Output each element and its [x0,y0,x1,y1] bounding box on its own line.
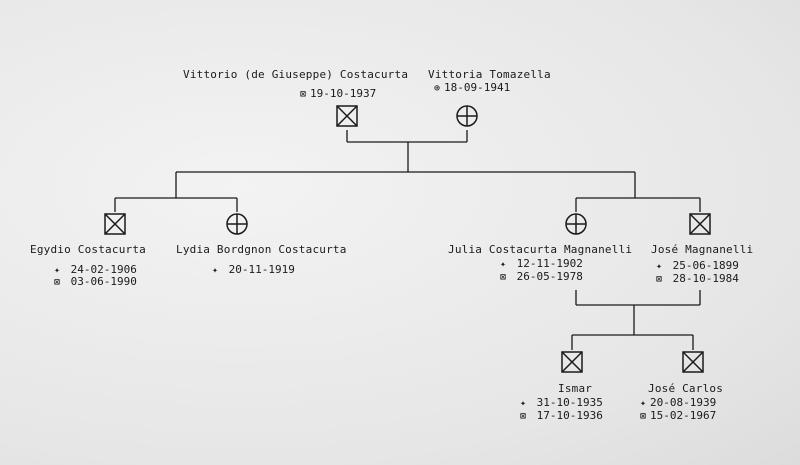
square-x-icon [561,351,583,373]
death-row-julia: ⊠ 26-05-1978 [496,270,583,284]
person-name-vittorio: Vittorio (de Giuseppe) Costacurta [183,68,409,81]
death-row-vittoria: ⊕18-09-1941 [430,81,510,95]
birth-date: 20-11-1919 [228,263,295,276]
birth-row-egydio: ✦ 24-02-1906 [50,263,137,277]
circle-cross-icon [565,213,587,235]
star-icon: ✦ [655,261,663,272]
square-x-icon [104,213,126,235]
birth-date: 24-02-1906 [70,263,137,276]
death-date: 19-10-1937 [310,87,377,100]
circle-cross-icon [456,105,478,127]
birth-row-ismar: ✦ 31-10-1935 [516,396,603,410]
circle-cross-icon [226,213,248,235]
birth-row-julia: ✦ 12-11-1902 [496,257,583,271]
death-date: 15-02-1967 [650,409,717,422]
square-x-icon [689,213,711,235]
death-row-jose-carlos: ⊠15-02-1967 [636,409,716,423]
person-name-egydio: Egydio Costacurta [30,243,146,256]
box-x-icon: ⊠ [519,411,527,422]
birth-row-jose-carlos: ✦20-08-1939 [636,396,716,410]
death-date: 03-06-1990 [70,275,137,288]
birth-row-jose-magnanelli: ✦ 25-06-1899 [652,259,739,273]
square-x-icon [336,105,358,127]
birth-date: 12-11-1902 [516,257,583,270]
death-row-egydio: ⊠ 03-06-1990 [50,275,137,289]
birth-date: 20-08-1939 [650,396,717,409]
square-x-icon [682,351,704,373]
star-icon: ✦ [639,398,647,409]
box-x-icon: ⊠ [53,277,61,288]
birth-row-lydia: ✦ 20-11-1919 [208,263,295,277]
box-x-icon: ⊠ [499,272,507,283]
birth-date: 25-06-1899 [672,259,739,272]
person-name-jose-magnanelli: José Magnanelli [651,243,754,256]
death-row-jose-magnanelli: ⊠ 28-10-1984 [652,272,739,286]
death-date: 18-09-1941 [444,81,511,94]
death-date: 17-10-1936 [536,409,603,422]
person-name-jose-carlos: José Carlos [648,382,724,395]
star-icon: ✦ [211,265,219,276]
death-row-ismar: ⊠ 17-10-1936 [516,409,603,423]
star-icon: ✦ [499,259,507,270]
death-date: 26-05-1978 [516,270,583,283]
birth-date: 31-10-1935 [536,396,603,409]
star-icon: ✦ [519,398,527,409]
box-x-icon: ⊠ [655,274,663,285]
circle-cross-small-icon: ⊕ [433,83,441,94]
person-name-lydia: Lydia Bordgnon Costacurta [176,243,347,256]
person-name-ismar: Ismar [558,382,593,395]
person-name-vittoria: Vittoria Tomazella [428,68,551,81]
box-x-icon: ⊠ [639,411,647,422]
star-icon: ✦ [53,265,61,276]
death-date: 28-10-1984 [672,272,739,285]
box-x-icon: ⊠ [299,89,307,100]
death-row-vittorio: ⊠19-10-1937 [296,87,376,101]
person-name-julia: Julia Costacurta Magnanelli [448,243,633,256]
